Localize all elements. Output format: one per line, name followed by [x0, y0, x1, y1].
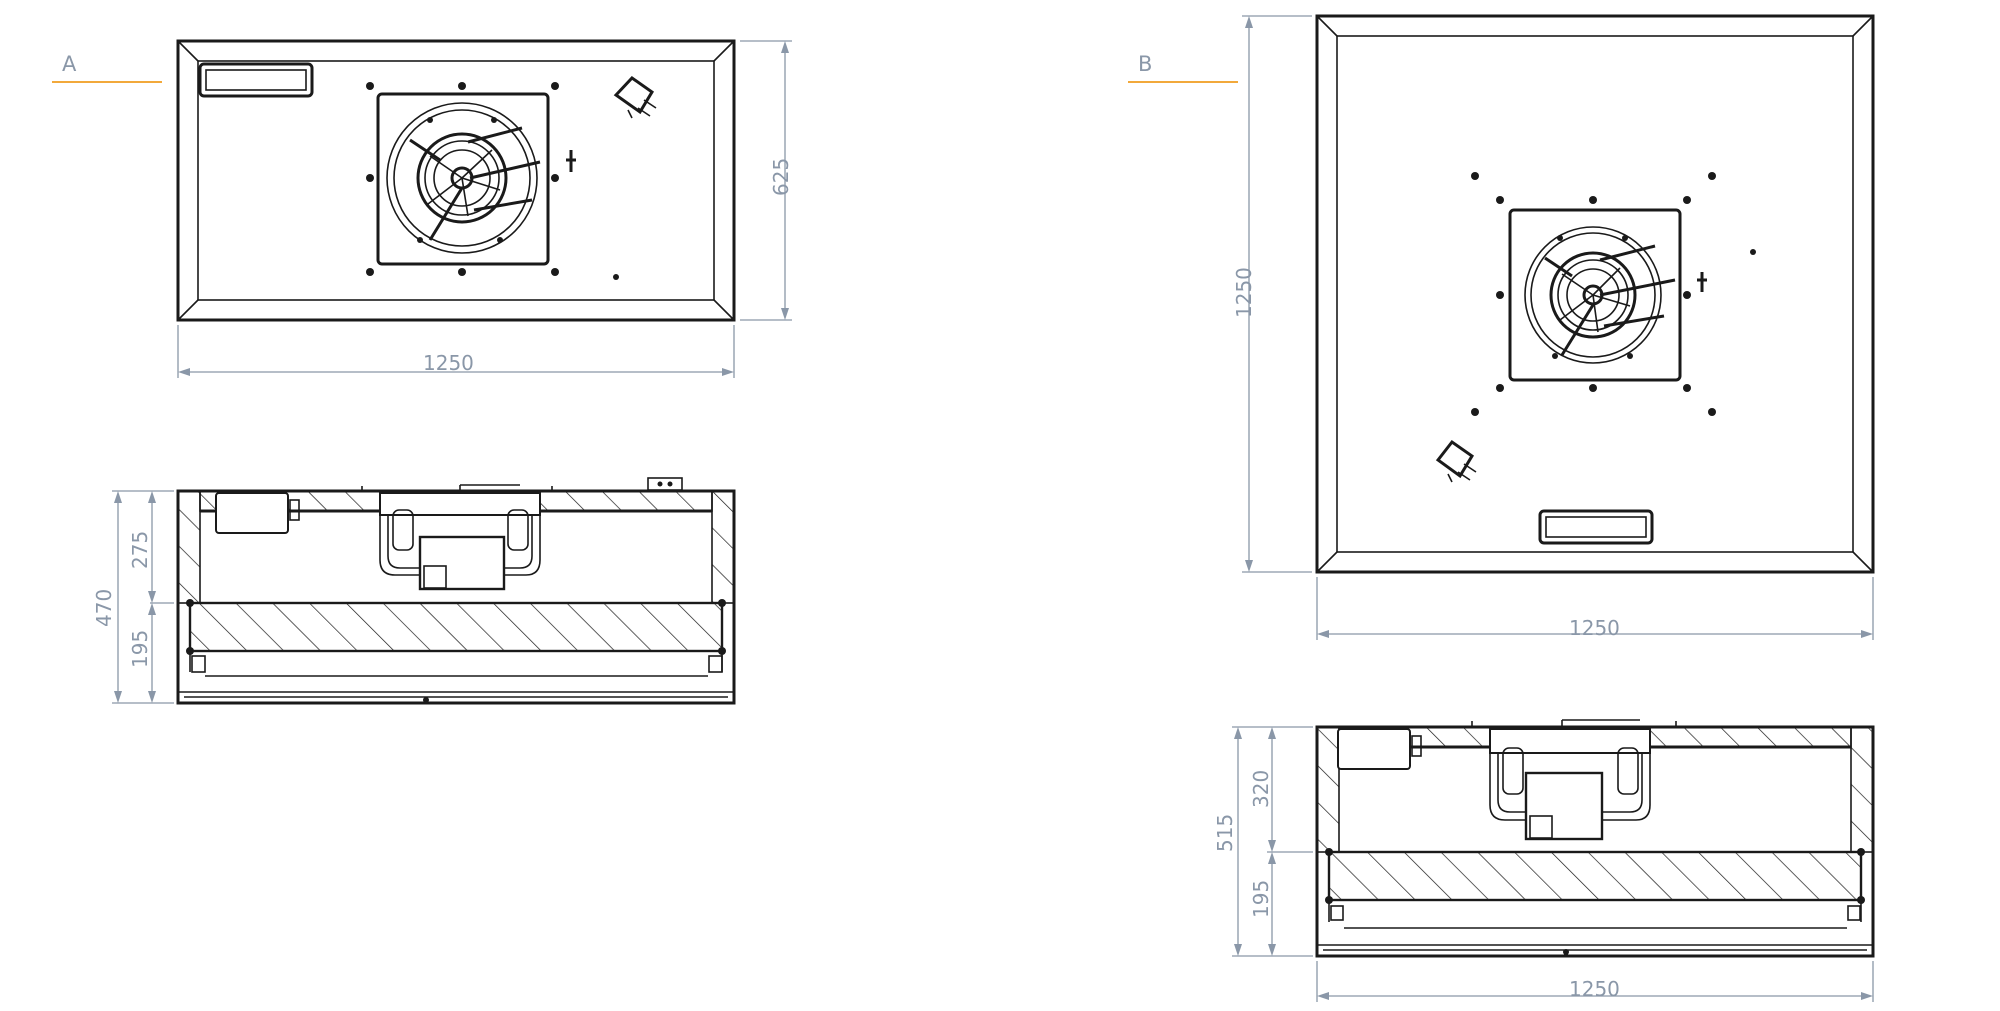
a-bolt-pattern — [366, 82, 619, 280]
a-fan-plate — [376, 92, 550, 266]
a-plug-connector-icon — [613, 76, 657, 119]
view-b-side — [1315, 719, 1875, 958]
b-top-depth-dimension: 1250 — [1232, 15, 1312, 573]
b-side-width-value: 1250 — [1569, 977, 1620, 1001]
b-bolt-pattern — [1471, 172, 1756, 416]
a-control-box — [198, 62, 314, 98]
a-top-inner-frame — [197, 60, 715, 301]
a-side-fan-assembly — [379, 484, 541, 591]
view-b-letter: B — [1138, 52, 1152, 76]
a-top-width-dimension: 1250 — [177, 325, 735, 378]
b-side-upper-value: 320 — [1249, 770, 1273, 808]
a-top-depth-value: 625 — [769, 158, 793, 196]
a-top-depth-dimension: 625 — [740, 40, 793, 321]
view-a-side — [176, 477, 736, 705]
view-a-label: A — [52, 52, 162, 83]
a-side-plug — [647, 477, 683, 491]
a-filter-section — [188, 601, 724, 653]
b-filter-section — [1327, 850, 1863, 902]
b-side-lower-value: 195 — [1249, 880, 1273, 918]
b-side-fan-assembly — [1489, 719, 1651, 841]
b-fan-plate — [1508, 208, 1682, 382]
b-side-total-value: 515 — [1213, 814, 1237, 852]
a-side-control-box — [215, 492, 289, 534]
b-top-outer-frame — [1315, 14, 1875, 574]
a-top-outer-frame — [176, 39, 736, 322]
view-b-label: B — [1128, 52, 1238, 83]
view-b-top — [1315, 14, 1875, 574]
a-side-lower-value: 195 — [128, 630, 152, 668]
b-side-control-box — [1337, 728, 1411, 770]
view-a-top — [176, 39, 736, 322]
b-side-dimensions: 515 320 195 — [1213, 726, 1313, 957]
b-control-box — [1538, 509, 1654, 545]
a-fan-motor-icon — [386, 102, 541, 254]
b-side-width-dimension: 1250 — [1316, 961, 1874, 1002]
b-top-width-dimension: 1250 — [1316, 577, 1874, 640]
b-top-inner-frame — [1336, 35, 1854, 553]
a-side-upper-value: 275 — [128, 531, 152, 569]
a-t-fitting — [566, 150, 576, 172]
b-top-width-value: 1250 — [1569, 616, 1620, 640]
b-fan-motor-icon — [1524, 226, 1676, 364]
view-a-letter: A — [62, 52, 77, 76]
a-side-dimensions: 470 275 195 — [92, 490, 174, 704]
b-t-fitting — [1697, 272, 1707, 292]
b-top-depth-value: 1250 — [1232, 267, 1256, 318]
b-plug-connector-icon — [1435, 439, 1477, 483]
a-side-total-value: 470 — [92, 589, 116, 627]
a-top-width-value: 1250 — [423, 351, 474, 375]
